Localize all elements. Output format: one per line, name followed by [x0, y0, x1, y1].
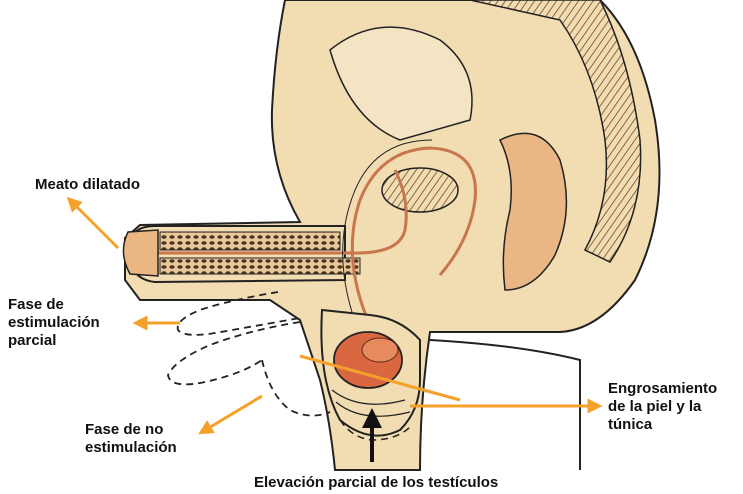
- label-line: parcial: [8, 332, 100, 350]
- arrow-meato: [70, 200, 118, 248]
- label-line: Fase de: [8, 296, 100, 314]
- glans: [123, 230, 158, 276]
- label-line: Fase de no: [85, 421, 177, 439]
- epididymis: [362, 338, 398, 362]
- label-line: de la piel y la: [608, 398, 717, 416]
- label-elevacion-testiculos: Elevación parcial de los testículos: [254, 474, 498, 492]
- label-line: túnica: [608, 416, 717, 434]
- label-engrosamiento: Engrosamiento de la piel y la túnica: [608, 380, 717, 434]
- corpus-spongiosum: [160, 258, 360, 274]
- label-meato-dilatado: Meato dilatado: [35, 176, 140, 194]
- corpus-cavernosum: [160, 232, 340, 250]
- label-line: estimulación: [85, 439, 177, 457]
- prostate: [382, 168, 458, 212]
- label-fase-estimulacion: Fase de estimulación parcial: [8, 296, 100, 350]
- arrow-fase-no-estimulacion: [202, 396, 262, 432]
- label-line: Engrosamiento: [608, 380, 717, 398]
- label-line: estimulación: [8, 314, 100, 332]
- label-fase-no-estimulacion: Fase de no estimulación: [85, 421, 177, 457]
